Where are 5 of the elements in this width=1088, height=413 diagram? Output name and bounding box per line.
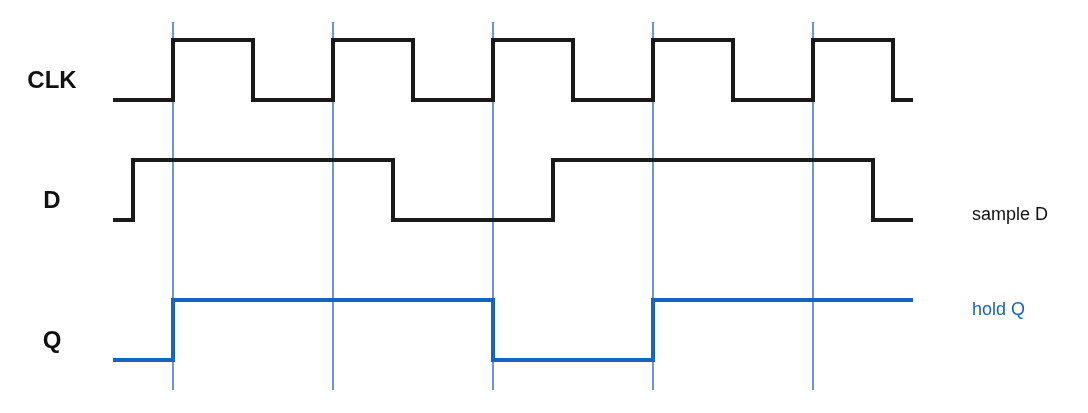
signal-label: D bbox=[43, 188, 61, 212]
signal-label: CLK bbox=[27, 68, 77, 92]
annotation-text: hold Q bbox=[972, 300, 1026, 318]
annotation-text: sample D bbox=[972, 205, 1049, 223]
signal-label: Q bbox=[42, 328, 62, 352]
